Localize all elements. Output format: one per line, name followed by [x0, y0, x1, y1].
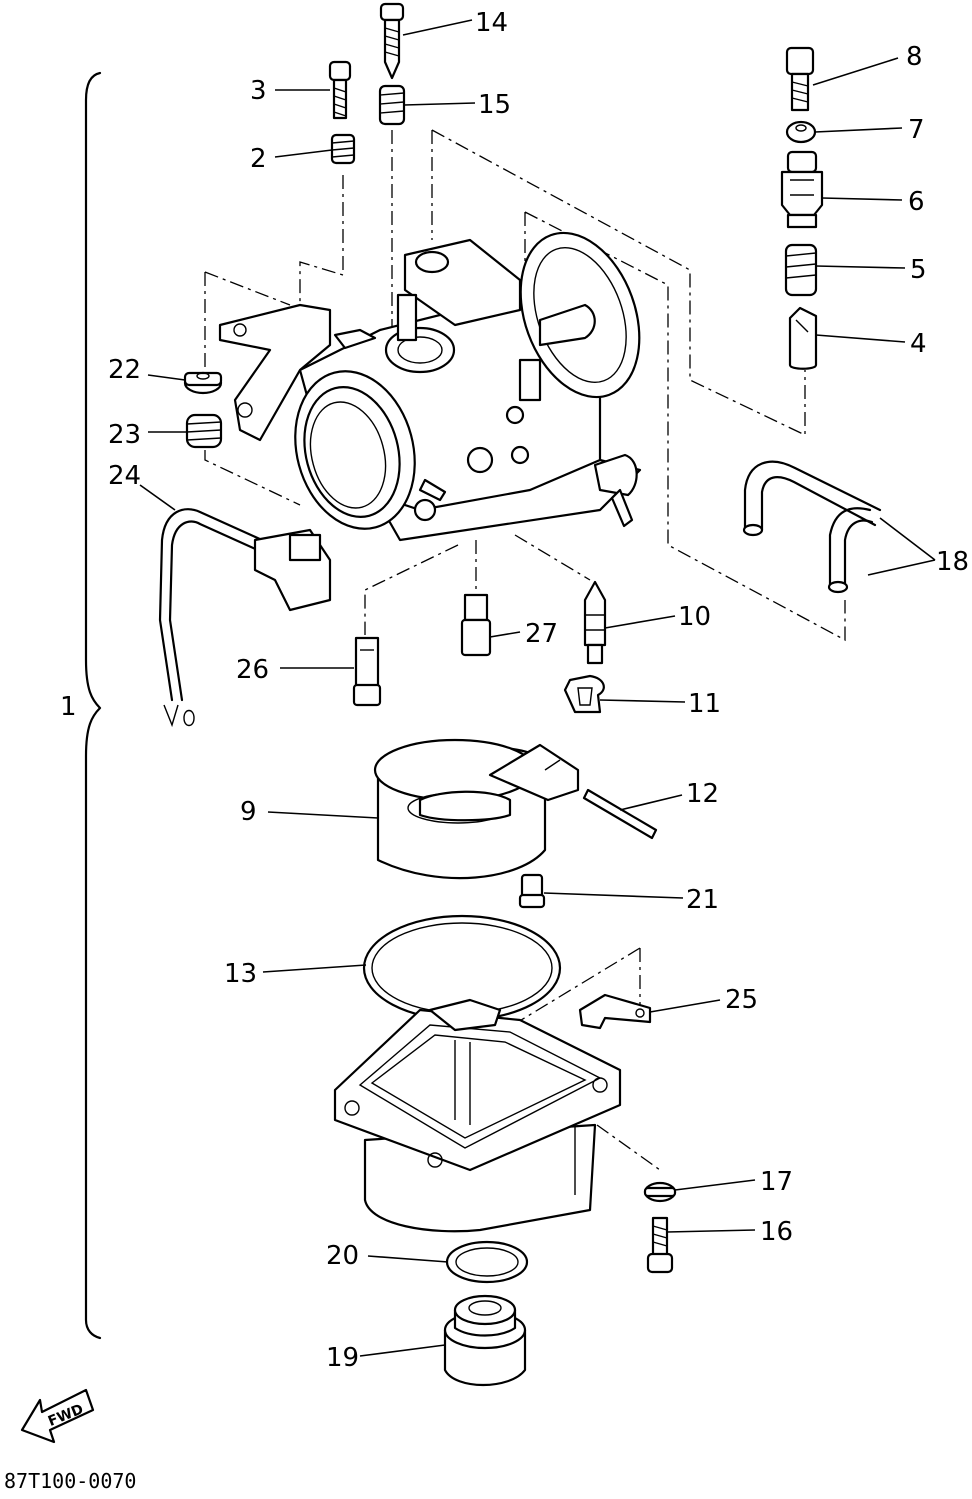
label-part-22: 22 — [108, 355, 141, 385]
float-bowl — [333, 998, 622, 1233]
bracket-part-25 — [578, 993, 652, 1030]
spring-part-23 — [185, 413, 223, 449]
label-part-15: 15 — [478, 90, 511, 120]
label-part-19: 19 — [326, 1343, 359, 1373]
drawing-code: 87T100-0070 — [4, 1469, 136, 1493]
label-part-14: 14 — [475, 8, 508, 38]
spring-part-2 — [330, 133, 356, 165]
label-part-8: 8 — [906, 42, 923, 72]
label-part-3: 3 — [250, 76, 267, 106]
label-part-24: 24 — [108, 461, 141, 491]
label-part-10: 10 — [678, 602, 711, 632]
label-part-2: 2 — [250, 144, 267, 174]
label-part-6: 6 — [908, 187, 925, 217]
leader-lines — [139, 19, 936, 1357]
washer-part-17 — [643, 1181, 677, 1203]
label-part-4: 4 — [910, 329, 927, 359]
label-part-17: 17 — [760, 1167, 793, 1197]
needle-valve-part-10 — [583, 580, 607, 665]
screw-part-3 — [328, 60, 352, 120]
label-part-9: 9 — [240, 797, 257, 827]
label-part-18: 18 — [936, 547, 969, 577]
screw-part-21 — [518, 873, 546, 909]
cap-screw-part-8 — [785, 46, 815, 112]
label-part-27: 27 — [525, 619, 558, 649]
forward-arrow-icon: FWD — [20, 1388, 95, 1444]
drain-plug-part-19 — [443, 1294, 527, 1386]
label-part-26: 26 — [236, 655, 269, 685]
gasket-part-20 — [445, 1240, 529, 1284]
label-part-5: 5 — [910, 255, 927, 285]
float-part-9 — [373, 738, 580, 880]
label-part-16: 16 — [760, 1217, 793, 1247]
jet-part-27 — [460, 593, 492, 657]
label-part-21: 21 — [686, 885, 719, 915]
spring-part-5 — [784, 243, 818, 297]
carburetor-body — [218, 231, 642, 542]
label-part-23: 23 — [108, 420, 141, 450]
spring-part-15 — [378, 84, 406, 126]
jet-part-26 — [352, 636, 382, 707]
plunger-part-4 — [788, 306, 818, 370]
nut-part-7 — [785, 120, 817, 144]
label-part-13: 13 — [224, 959, 257, 989]
part-labels: 1 2 3 4 5 6 7 8 9 10 11 12 13 14 15 16 1… — [60, 8, 969, 1373]
label-part-25: 25 — [725, 985, 758, 1015]
fitting-part-6 — [780, 150, 824, 229]
label-part-1: 1 — [60, 692, 77, 722]
pin-part-12 — [582, 788, 658, 840]
sensor-part-24 — [158, 508, 332, 728]
screw-part-14 — [379, 2, 405, 80]
hose-part-18 — [742, 460, 882, 594]
label-part-7: 7 — [908, 115, 925, 145]
washer-part-22 — [183, 371, 223, 395]
label-part-20: 20 — [326, 1241, 359, 1271]
label-part-12: 12 — [686, 779, 719, 809]
screw-part-16 — [646, 1216, 674, 1274]
label-part-11: 11 — [688, 689, 721, 719]
assembly-bracket — [84, 71, 102, 1340]
clip-part-11 — [563, 674, 605, 714]
o-ring-part-13 — [362, 914, 562, 1022]
